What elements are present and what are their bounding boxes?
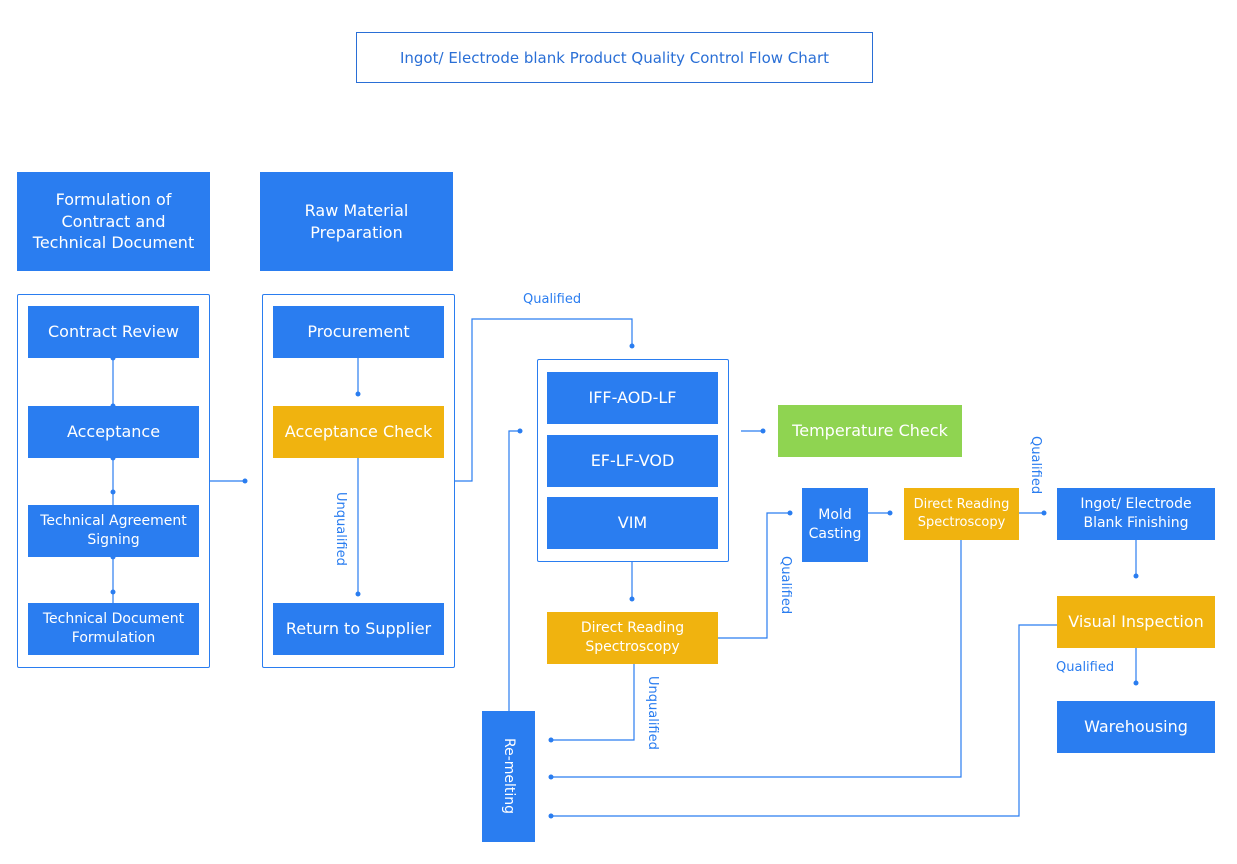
remelting-box: Re-melting: [482, 711, 535, 842]
label-qualified-dr2: Qualified: [1028, 436, 1043, 495]
mold-casting-box: Mold Casting: [802, 488, 868, 562]
label-unqualified-raw: Unqualified: [333, 492, 348, 566]
header-raw-material: Raw Material Preparation: [260, 172, 453, 271]
label-unqualified-dr1: Unqualified: [645, 676, 660, 750]
label-qualified-top: Qualified: [523, 292, 582, 307]
contract-frame: [17, 294, 210, 668]
ef-lf-vod-box: EF-LF-VOD: [547, 435, 718, 487]
label-qualified-visual: Qualified: [1056, 660, 1115, 675]
temperature-check-box: Temperature Check: [778, 405, 962, 457]
visual-inspection-box: Visual Inspection: [1057, 596, 1215, 648]
melting-frame: [537, 359, 729, 562]
technical-agreement-box: Technical Agreement Signing: [28, 505, 199, 557]
direct-reading-box-2: Direct Reading Spectroscopy: [904, 488, 1019, 540]
remelting-label: Re-melting: [500, 738, 517, 815]
raw-material-frame: [262, 294, 455, 668]
procurement-box: Procurement: [273, 306, 444, 358]
page-title: Ingot/ Electrode blank Product Quality C…: [356, 32, 873, 83]
warehousing-box: Warehousing: [1057, 701, 1215, 753]
return-to-supplier-box: Return to Supplier: [273, 603, 444, 655]
contract-review-box: Contract Review: [28, 306, 199, 358]
vim-box: VIM: [547, 497, 718, 549]
finishing-box: Ingot/ Electrode Blank Finishing: [1057, 488, 1215, 540]
header-contract: Formulation of Contract and Technical Do…: [17, 172, 210, 271]
acceptance-box: Acceptance: [28, 406, 199, 458]
label-qualified-dr1: Qualified: [778, 556, 793, 615]
iff-aod-lf-box: IFF-AOD-LF: [547, 372, 718, 424]
acceptance-check-box: Acceptance Check: [273, 406, 444, 458]
direct-reading-box-1: Direct Reading Spectroscopy: [547, 612, 718, 664]
technical-document-box: Technical Document Formulation: [28, 603, 199, 655]
